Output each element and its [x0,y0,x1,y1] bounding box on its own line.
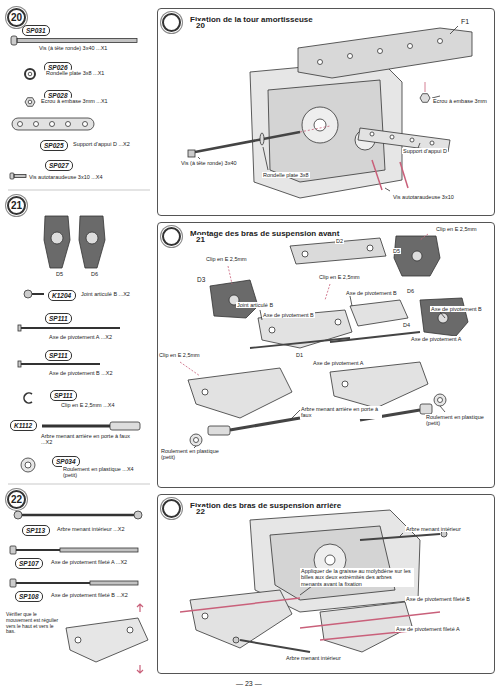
node-text: SP111 [49,315,68,322]
part-code-box: SP107 [15,558,43,569]
step-panel: Fixation de la tour amortisseuse20 [157,8,495,216]
part-description: Ecrou à embase 3mm ...X1 [40,98,109,104]
part-description: D5 [55,271,64,277]
node-text: SP031 [26,27,46,34]
step-number: 20 [162,13,181,32]
part-description: Vérifier que le mouvement est régulier v… [5,612,63,635]
part-label: Arbre menant intérieur [405,526,462,532]
part-description: Roulement en plastique ...X4 (petit) [62,466,150,479]
part-label: Clip en E 2,5mm [318,274,361,280]
part-description: Axe de pivotement B ...X2 [48,370,114,376]
part-description: Clip en E 2,5mm ...X4 [60,402,116,408]
part-description: Arbre menant intérieur ...X2 [56,526,126,532]
node-text: 21 [11,200,22,212]
part-code-box: SP025 [40,140,68,151]
node-text: SP027 [49,162,69,169]
part-code-box: SP111 [45,350,72,361]
part-description: Rondelle plate 3x8 ...X1 [45,70,105,76]
step-number: 20 [7,8,26,27]
part-description: Support d'appui D ...X2 [72,141,131,147]
part-label: Support d'appui D [402,148,448,154]
part-code-box: SP031 [22,25,50,36]
part-code-box: SP113 [22,525,50,536]
part-description: D6 [90,271,99,277]
part-label: Axe de pivotement B [345,290,398,296]
node-text: 20 [11,12,22,24]
part-description: Arbre menant arrière en porte à faux ...… [40,433,142,446]
part-description: Vis (à tête ronde) 3x40 ...X1 [38,45,108,51]
step-title: Fixation des bras de suspension arrière [188,501,343,510]
part-label: Roulement en plastique (petit) [425,414,487,427]
part-label: Joint articulé B [236,302,274,308]
part-label: Axe de pivotement A [410,336,462,342]
part-label: Axe de pivotement B [262,312,315,318]
step-number: 21 [7,196,26,215]
node-text: SP025 [44,142,64,149]
part-code-box: SP111 [50,390,77,401]
part-label: Axe de pivotement fileté A [395,626,461,632]
part-label: Axe de pivotement B [430,306,483,312]
part-label: Clip en E 2,5mm [435,226,478,232]
part-label: Ecrou à embase 3mm [432,98,488,104]
part-code-box: SP027 [45,160,73,171]
part-code-box: SP111 [45,313,72,324]
part-code-box: K1112 [10,420,37,431]
part-description: Axe de pivotement fileté B ...X2 [50,592,129,598]
part-label: Rondelle plate 3x8 [262,172,310,178]
part-description: Axe de pivotement fileté A ...X2 [50,559,128,565]
part-label: — 23 — [235,680,263,688]
part-label: D3 [196,276,206,283]
part-label: Clip en E 2,5mm [158,352,201,358]
part-label: Axe de pivotement fileté B [405,596,471,602]
part-description: Axe de pivotement A ...X2 [48,334,113,340]
node-text: 21 [194,235,207,244]
node-text: K1204 [52,292,71,299]
node-text: SP111 [49,352,68,359]
step-title: Fixation de la tour amortisseuse [188,15,315,24]
part-label: Arbre menant intérieur [285,655,342,661]
part-label: D6 [406,288,415,294]
part-label: D1 [295,352,304,358]
node-text: 20 [194,21,207,30]
part-description: Joint articulé B ...X2 [80,291,131,297]
node-text: 22 [11,494,22,506]
part-label: D4 [402,322,411,328]
part-code-box: SP108 [15,591,43,602]
node-text: SP111 [54,392,73,399]
part-code-box: K1204 [48,290,76,301]
step-title: Montage des bras de suspension avant [188,229,341,238]
node-text: K1112 [14,422,32,429]
step-number: 22 [162,499,181,518]
part-label: D2 [335,238,344,244]
step-number: 21 [162,227,181,246]
node-text: SP113 [26,527,45,534]
node-text: SP108 [19,593,39,600]
part-label: Vis autotaraudeuse 3x10 [392,194,455,200]
part-label: Axe de pivotement A [312,360,364,366]
part-label: Arbre menant arrière en porte à faux [300,406,382,419]
part-label: Vis (à tête ronde) 3x40 [180,160,238,166]
part-label: Roulement en plastique (petit) [160,448,222,461]
part-description: Vis autotaraudeuse 3x10 ...X4 [28,174,104,180]
part-label: Clip en E 2,5mm [205,256,248,262]
part-label: F1 [460,18,470,26]
node-text: 22 [194,507,207,516]
part-label: D5 [392,248,401,254]
node-text: SP107 [19,560,39,567]
step-number: 22 [7,490,26,509]
node-text: SP034 [56,458,76,465]
part-label: Appliquer de la graisse au molybdène sur… [300,568,414,587]
